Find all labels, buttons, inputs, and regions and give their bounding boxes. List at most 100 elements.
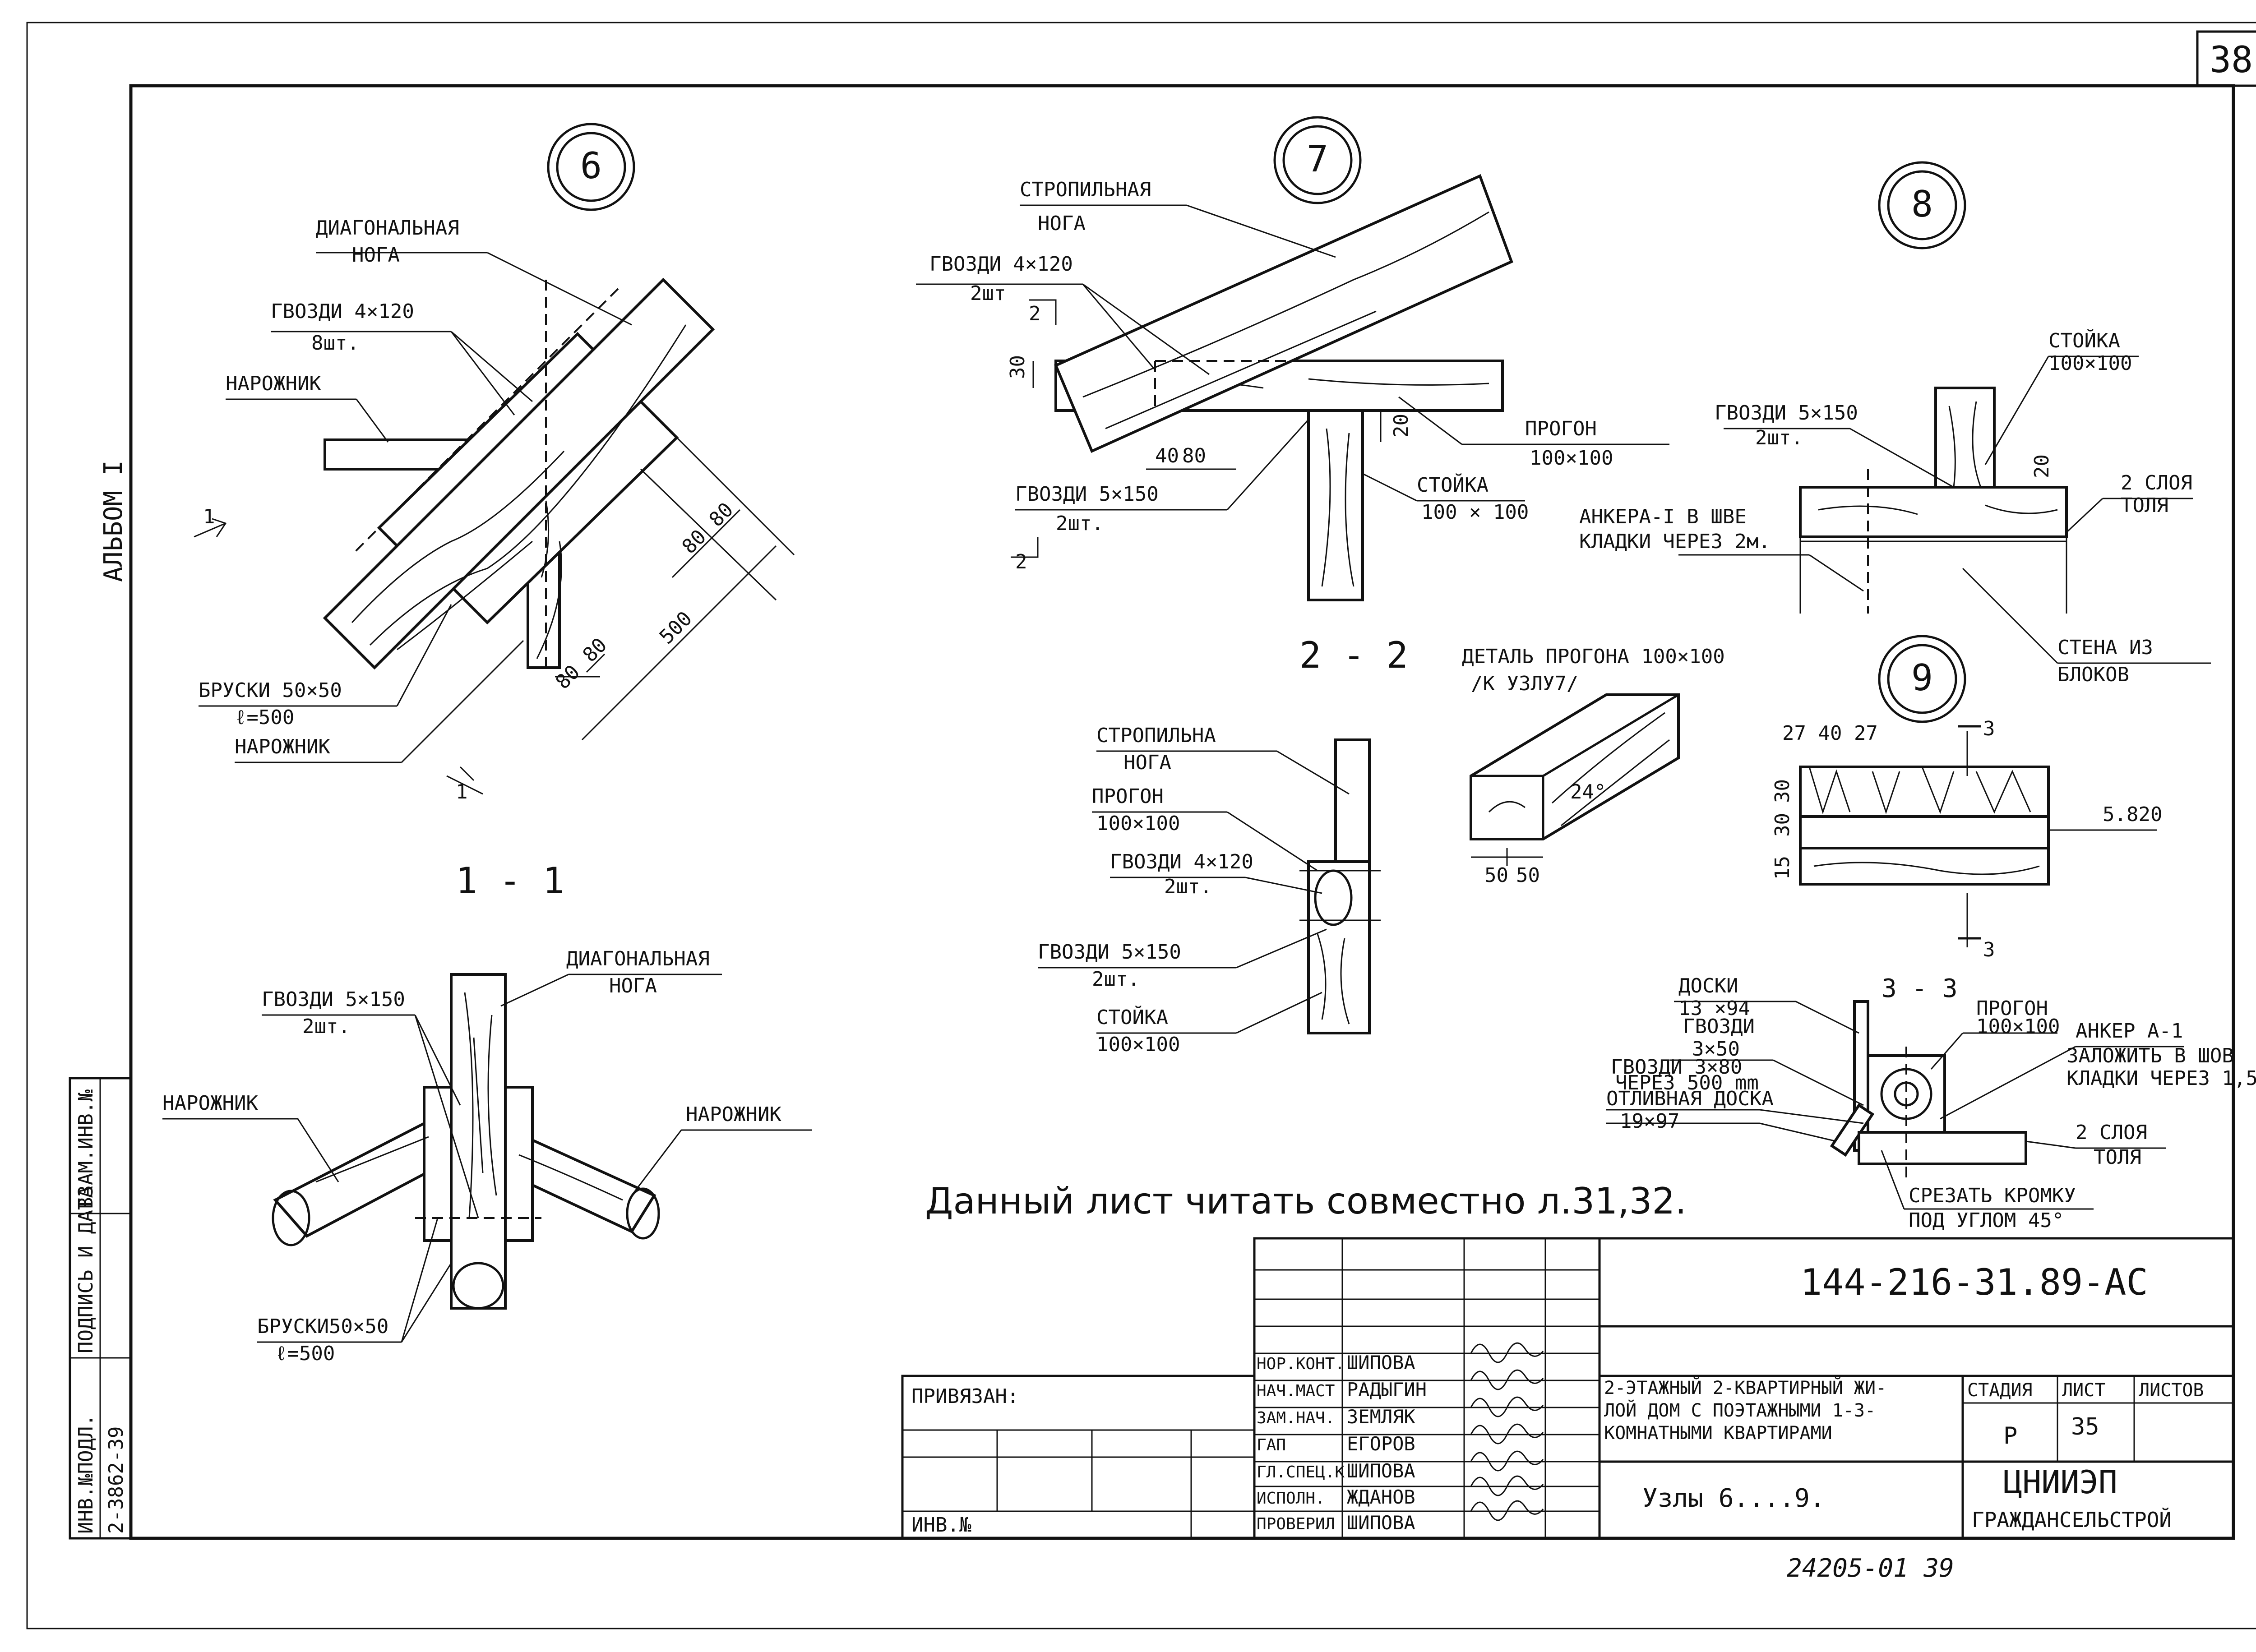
node9-dim-15: 15 xyxy=(1771,856,1794,880)
node-9-number: 9 xyxy=(1911,657,1933,699)
node9-dim-30b: 30 xyxy=(1771,813,1794,837)
section33-tol-1: 2 СЛОЯ xyxy=(2076,1121,2147,1144)
node7-dim-20: 20 xyxy=(1390,414,1413,438)
section11-bruski-1: БРУСКИ50×50 xyxy=(257,1315,388,1338)
node7-dim-80: 80 xyxy=(1182,444,1206,467)
node-8-number: 8 xyxy=(1911,183,1933,225)
node6-nails-label-1: ГВОЗДИ 4×120 xyxy=(271,300,414,323)
node8-dim-20: 20 xyxy=(2030,454,2053,478)
node8-anchor-1: АНКЕРА-I В ШВЕ xyxy=(1579,505,1747,528)
node8-post-1: СТОЙКА xyxy=(2048,328,2120,352)
role-3: ГАП xyxy=(1257,1436,1286,1454)
section22-nails-4: 2шт. xyxy=(1092,968,1140,991)
inv-podl-value: 2-3862-39 xyxy=(105,1426,128,1534)
organization-1: ЦНИИЭП xyxy=(2003,1464,2117,1501)
node8-nails-2: 2шт. xyxy=(1755,426,1803,449)
description-1: 2-ЭТАЖНЫЙ 2-КВАРТИРНЫЙ ЖИ- xyxy=(1604,1377,1886,1398)
node9-dim-30a: 30 xyxy=(1771,779,1794,803)
section33-tol-2: ТОЛЯ xyxy=(2094,1146,2141,1169)
section33-nails-1: ГВОЗДИ xyxy=(1683,1015,1755,1038)
node6-dim-80a: 80 xyxy=(678,525,711,558)
node7-nails-2: 2шт xyxy=(970,282,1006,305)
node8-nails-1: ГВОЗДИ 5×150 xyxy=(1715,401,1858,425)
description-3: КОМНАТНЫМИ КВАРТИРАМИ xyxy=(1604,1423,1832,1444)
section11-nails-2: 2шт. xyxy=(302,1015,350,1038)
section33-anchor-3: КЛАДКИ ЧЕРЕЗ 1,5м xyxy=(2066,1067,2256,1090)
node6-dim-80b: 80 xyxy=(705,498,738,531)
section33-cut-1: СРЕЗАТЬ КРОМКУ xyxy=(1909,1184,2076,1207)
inv-podl-label: ИНВ.№ПОДЛ. xyxy=(74,1414,97,1534)
node8-anchor-2: КЛАДКИ ЧЕРЕЗ 2м. xyxy=(1579,530,1771,553)
section22-nails-1: ГВОЗДИ 4×120 xyxy=(1110,850,1253,873)
node-7-number: 7 xyxy=(1307,138,1328,180)
sheet-number: 38 xyxy=(2210,39,2253,81)
section22-post-2: 100×100 xyxy=(1096,1033,1180,1056)
drawing-subject: Узлы 6....9. xyxy=(1642,1484,1825,1513)
section22-post-1: СТОЙКА xyxy=(1096,1005,1168,1029)
detail-angle: 24° xyxy=(1570,780,1606,803)
node-6: 6 ДИАГОНАЛЬНАЯ НОГА ГВОЗД xyxy=(194,123,795,803)
node-7: 7 СТРОПИЛЬНАЯ НОГА ГВОЗДИ 4×120 2шт 2 xyxy=(916,116,1669,601)
node7-sec-top: 2 xyxy=(1029,302,1041,325)
outer-border xyxy=(26,22,2256,1629)
node8-post-2: 100×100 xyxy=(2048,352,2132,375)
stage-header: СТАДИЯ xyxy=(1967,1380,2033,1401)
section33-nails-4: ЧЕРЕЗ 500 mm xyxy=(1615,1071,1759,1094)
node9-sec-top: 3 xyxy=(1983,717,1995,740)
node6-diag-label-1: ДИАГОНАЛЬНАЯ xyxy=(316,217,459,240)
detail-title-1: ДЕТАЛЬ ПРОГОНА 100×100 xyxy=(1462,645,1725,668)
section22-nails-2: 2шт. xyxy=(1164,875,1212,898)
album-label: АЛЬБОМ I xyxy=(99,460,128,582)
section33-boards-1: ДОСКИ xyxy=(1678,974,1738,997)
node8-tol-1: 2 СЛОЯ xyxy=(2121,471,2192,494)
node7-purlin-2: 100×100 xyxy=(1530,447,1613,470)
name-2: ЗЕМЛЯК xyxy=(1347,1406,1415,1428)
node9-level: 5.820 xyxy=(2103,803,2162,826)
section11-title: 1 - 1 xyxy=(456,860,564,902)
section11-nails-1: ГВОЗДИ 5×150 xyxy=(262,988,405,1011)
vzam-label: ВЗАМ.ИНВ.№ xyxy=(74,1089,97,1209)
section22-nails-3: ГВОЗДИ 5×150 xyxy=(1038,941,1181,964)
node7-sec-bottom: 2 xyxy=(1015,550,1027,573)
node6-dim-80d: 80 xyxy=(578,633,612,667)
section33-title: 3 - 3 xyxy=(1882,974,1958,1003)
podpis-label: ПОДПИСЬ И ДАТА xyxy=(74,1186,97,1353)
section22-purlin-2: 100×100 xyxy=(1096,812,1180,835)
node7-rafter-2: НОГА xyxy=(1038,212,1086,235)
purlin-detail: ДЕТАЛЬ ПРОГОНА 100×100 /К УЗЛУ7/ 50 50 2… xyxy=(1462,645,1725,887)
node6-nails-label-2: 8шт. xyxy=(311,332,359,355)
name-5: ЖДАНОВ xyxy=(1347,1486,1415,1508)
section33-cut-2: ПОД УГЛОМ 45° xyxy=(1909,1209,2064,1232)
node6-bruski-label-1: БРУСКИ 50×50 xyxy=(199,679,342,702)
node6-diagonal-leg xyxy=(323,277,715,670)
section11-diag-1: ДИАГОНАЛЬНАЯ xyxy=(566,947,710,970)
reading-note: Данный лист читать совместно л.31,32. xyxy=(925,1180,1687,1222)
role-2: ЗАМ.НАЧ. xyxy=(1257,1409,1335,1427)
node9-sec-bottom: 3 xyxy=(1983,938,1995,961)
node-9: 9 27 40 27 5.820 30 30 15 3 3 xyxy=(1771,635,2162,961)
section33-anchor-1: АНКЕР А-1 xyxy=(2076,1020,2183,1043)
organization-2: ГРАЖДАНСЕЛЬСТРОЙ xyxy=(1972,1508,2172,1532)
name-1: РАДЫГИН xyxy=(1347,1379,1427,1401)
privyazan-label: ПРИВЯЗАН: xyxy=(911,1385,1019,1408)
node7-post-1: СТОЙКА xyxy=(1417,473,1489,497)
name-0: ШИПОВА xyxy=(1347,1352,1415,1374)
description-2: ЛОЙ ДОМ С ПОЭТАЖНЫМИ 1-3- xyxy=(1604,1399,1876,1421)
section-1-1: 1 - 1 ДИАГОНАЛЬНАЯ НОГА ГВОЗДИ 5×150 2шт… xyxy=(162,860,812,1365)
section11-diag-2: НОГА xyxy=(609,974,657,997)
node7-nails-3: ГВОЗДИ 5×150 xyxy=(1015,483,1159,506)
section22-title: 2 - 2 xyxy=(1299,634,1408,676)
inv-label: ИНВ.№ xyxy=(911,1514,971,1537)
section-3-3: 3 - 3 ДОСКИ 13 ×94 ГВОЗДИ 3×50 ГВОЗДИ 3×… xyxy=(1606,974,2256,1232)
section11-bruski-2: ℓ=500 xyxy=(275,1342,335,1365)
node7-dim-30: 30 xyxy=(1006,355,1029,379)
sheet-value: 35 xyxy=(2071,1413,2099,1440)
role-5: ИСПОЛН. xyxy=(1257,1489,1325,1508)
node6-dim-500: 500 xyxy=(655,607,697,649)
section33-drip-2: 19×97 xyxy=(1620,1110,1679,1133)
side-stamp: ВЗАМ.ИНВ.№ ПОДПИСЬ И ДАТА ИНВ.№ПОДЛ. 2-3… xyxy=(69,1077,132,1540)
node8-wall-1: СТЕНА ИЗ xyxy=(2057,636,2153,659)
archive-number: 24205-01 39 xyxy=(1787,1554,1954,1583)
sheet-number-box xyxy=(2196,30,2256,87)
